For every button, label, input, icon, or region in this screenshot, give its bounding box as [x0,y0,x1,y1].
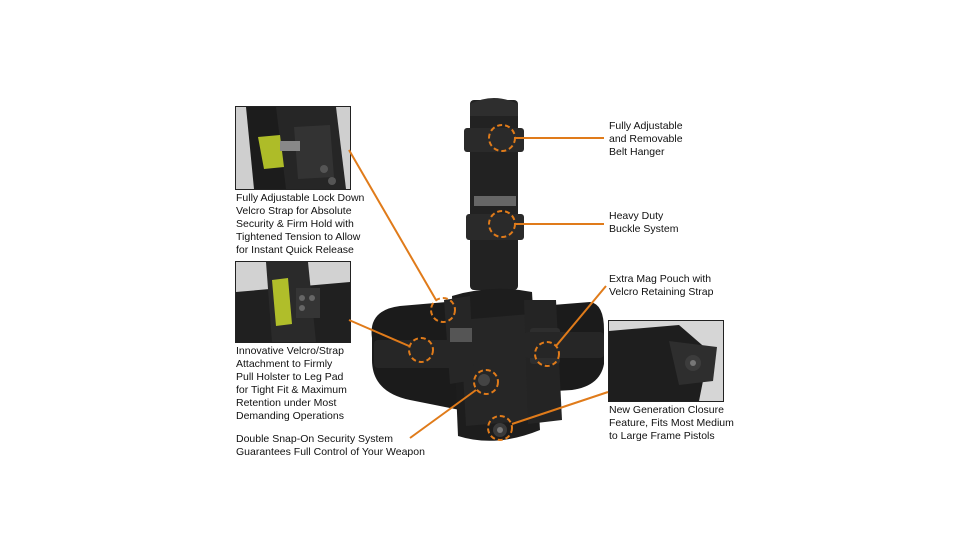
callout-circle-closure [487,415,513,441]
inset-lock-down-strap [235,106,351,190]
inset-closure-feature [608,320,724,402]
callout-circle-lock-down [430,297,456,323]
caption-buckle-system: Heavy Duty Buckle System [609,210,679,235]
callout-circle-double-snap [473,369,499,395]
callout-line-double-snap [409,389,477,439]
caption-lock-down-strap: Fully Adjustable Lock Down Velcro Strap … [236,192,365,256]
callout-line-closure [511,391,609,425]
caption-double-snap: Double Snap-On Security System Guarantee… [236,433,425,458]
caption-closure: New Generation Closure Feature, Fits Mos… [609,404,734,442]
inset-velcro-attachment [235,261,351,343]
callout-circle-velcro [408,337,434,363]
callout-line-mag-pouch [555,285,607,347]
caption-belt-hanger: Fully Adjustable and Removable Belt Hang… [609,120,683,158]
callout-line-lock-down [348,149,437,301]
caption-mag-pouch: Extra Mag Pouch with Velcro Retaining St… [609,273,714,298]
caption-velcro-attachment: Innovative Velcro/Strap Attachment to Fi… [236,345,347,422]
callout-line-velcro [348,319,410,347]
callout-circle-mag-pouch [534,341,560,367]
